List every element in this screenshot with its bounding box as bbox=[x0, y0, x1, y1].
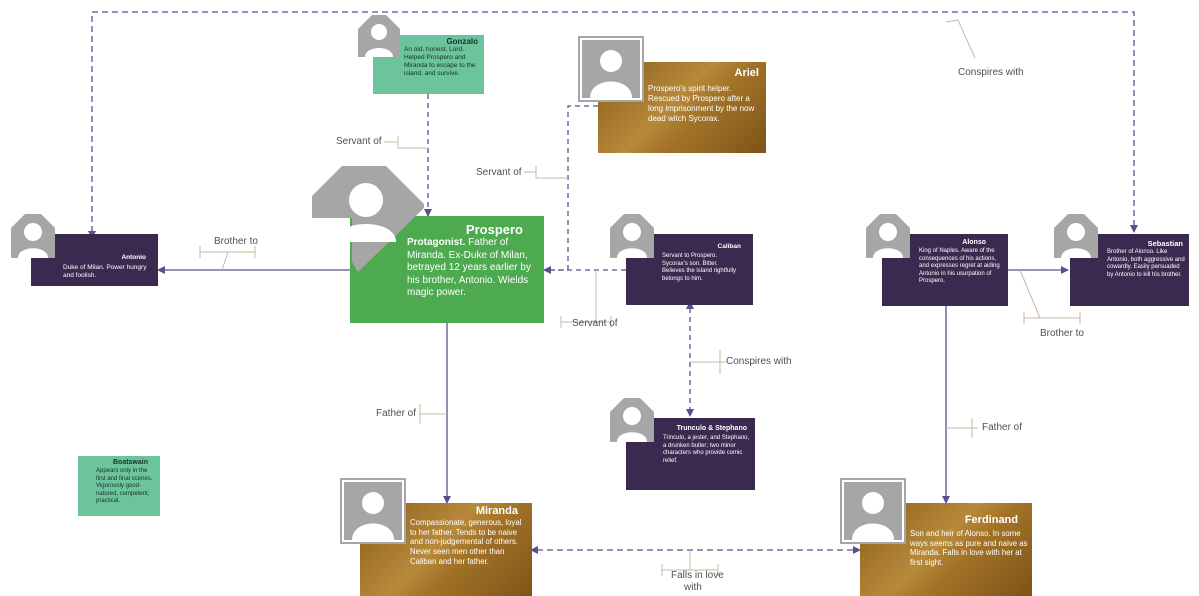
gonzalo-desc: An old, honest, Lord. Helped Prospero an… bbox=[404, 46, 476, 78]
antonio-avatar-icon bbox=[11, 214, 55, 258]
label-conspires-caliban: Conspires with bbox=[726, 356, 792, 367]
alonso-avatar-icon bbox=[866, 214, 910, 258]
boatswain-desc: Appears only in the first and final scen… bbox=[96, 468, 153, 504]
ariel-servant-connector bbox=[543, 105, 598, 274]
ariel-name: Ariel bbox=[734, 67, 759, 79]
conspires-top-connector bbox=[88, 11, 1138, 239]
label-father-prospero: Father of bbox=[376, 408, 417, 419]
antonio-name: Antonio bbox=[121, 254, 146, 261]
sebastian-name: Sebastian bbox=[1147, 239, 1183, 248]
label-brother-antonio: Brother to bbox=[214, 236, 258, 247]
ferdinand-avatar-icon bbox=[840, 478, 906, 544]
ferdinand-desc: Son and heir of Alonso. In some ways see… bbox=[910, 529, 1028, 568]
ferdinand-name: Ferdinand bbox=[964, 514, 1018, 526]
sebastian-desc: Brother of Alonso. Like Antonio, both ag… bbox=[1107, 249, 1185, 278]
label-servant-caliban: Servant of bbox=[572, 318, 618, 329]
prospero-avatar-icon bbox=[312, 166, 424, 272]
caliban-name: Caliban bbox=[717, 243, 741, 250]
alonso-name: Alonso bbox=[962, 239, 986, 246]
trinculo-stephano-desc: Trinculo, a jester, and Stephano, a drun… bbox=[663, 435, 750, 464]
miranda-desc: Compassionate, generous, loyal to her fa… bbox=[410, 518, 522, 566]
alonso-desc: King of Naples. Aware of the consequence… bbox=[919, 248, 1000, 284]
label-conspires-top: Conspires with bbox=[958, 67, 1024, 78]
caliban-avatar-icon bbox=[610, 214, 654, 258]
gonzalo-name: Gonzalo bbox=[446, 37, 478, 46]
label-servant-ariel: Servant of bbox=[476, 167, 522, 178]
ariel-avatar-icon bbox=[578, 36, 644, 102]
prospero-desc-body: Father of Miranda. Ex-Duke of Milan, bet… bbox=[407, 237, 531, 298]
label-servant-gonzalo: Servant of bbox=[336, 136, 382, 147]
card-boatswain[interactable]: Boatswain Appears only in the first and … bbox=[78, 456, 160, 516]
ariel-desc: Prospero's spirit helper. Rescued by Pro… bbox=[648, 84, 755, 123]
caliban-desc: Servant to Prospero. Sycorax's son. Bitt… bbox=[662, 253, 737, 282]
prospero-desc-lead: Protagonist. bbox=[407, 237, 466, 248]
label-falls-in-love-with: with bbox=[684, 582, 702, 593]
miranda-avatar-icon bbox=[340, 478, 406, 544]
trinculo-stephano-avatar-icon bbox=[610, 398, 654, 442]
antonio-desc: Duke of Milan. Power hungry and foolish. bbox=[63, 264, 147, 280]
label-falls-in-love: Falls in love bbox=[671, 570, 724, 581]
prospero-desc: Protagonist. Father of Miranda. Ex-Duke … bbox=[407, 237, 541, 300]
label-brother-alonso: Brother to bbox=[1040, 328, 1084, 339]
label-father-alonso: Father of bbox=[982, 422, 1023, 433]
boatswain-name: Boatswain bbox=[112, 459, 148, 466]
gonzalo-avatar-icon bbox=[358, 15, 400, 57]
sebastian-avatar-icon bbox=[1054, 214, 1098, 258]
miranda-name: Miranda bbox=[475, 505, 518, 517]
trinculo-stephano-name: Trunculo & Stephano bbox=[676, 425, 747, 432]
card-miranda[interactable]: Miranda Compassionate, generous, loyal t… bbox=[360, 503, 532, 596]
prospero-name: Prospero bbox=[465, 222, 523, 237]
